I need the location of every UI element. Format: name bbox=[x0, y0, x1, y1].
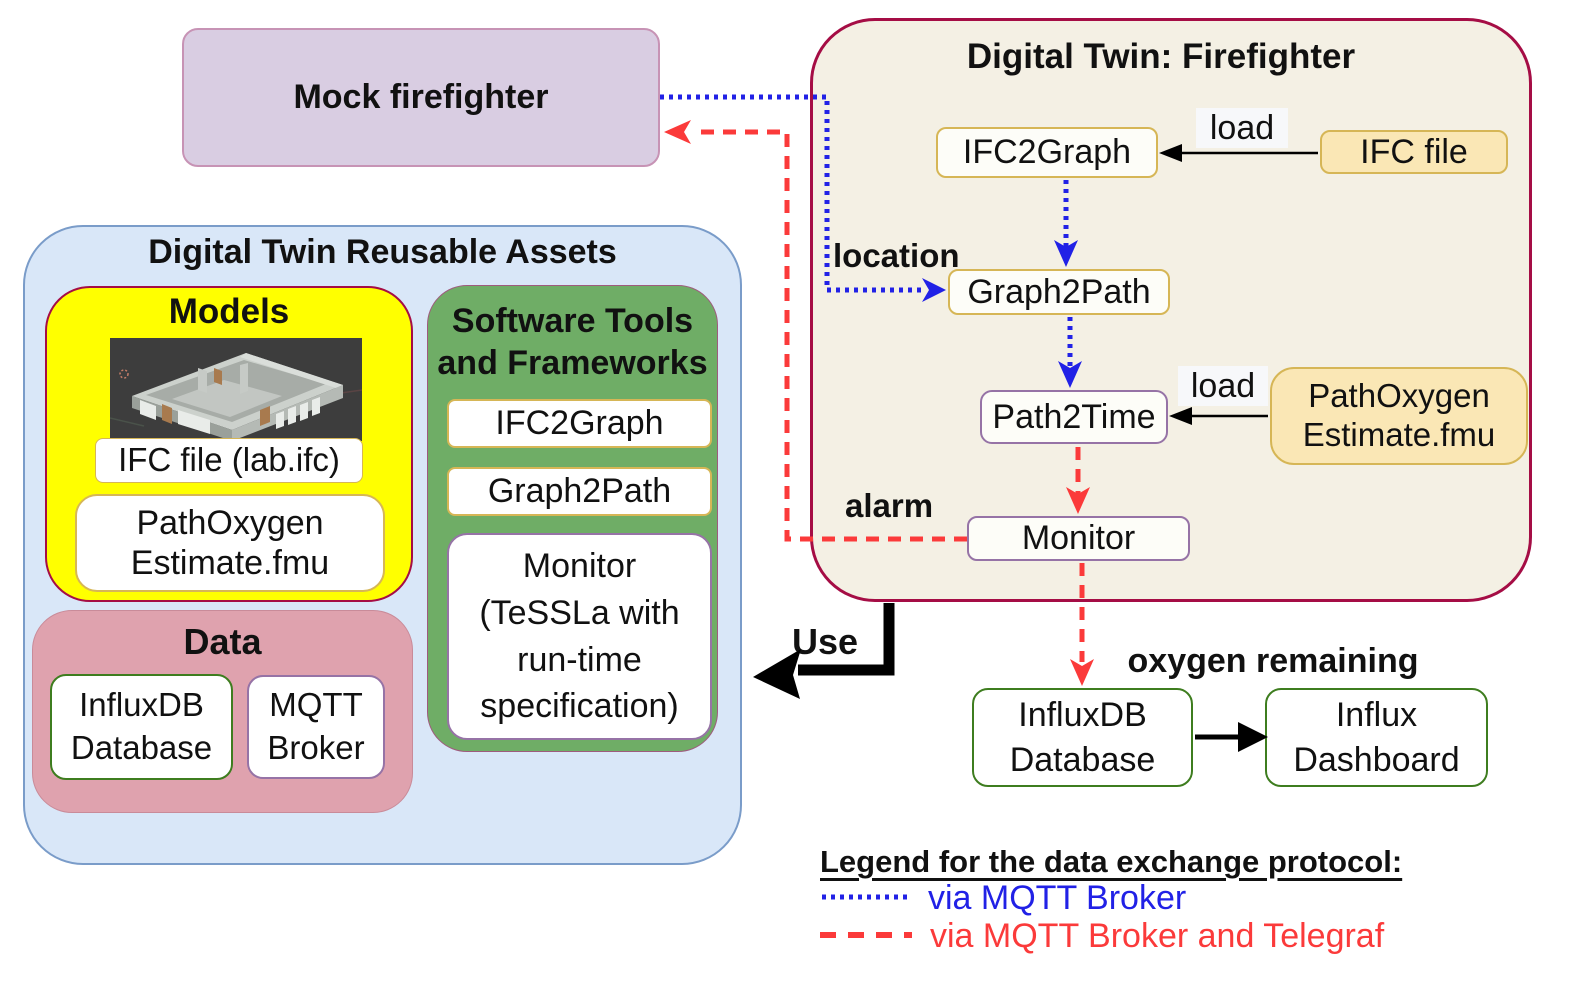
edge-influxdb-dashboard-arrowhead bbox=[1238, 722, 1268, 752]
load-edge-label-top: load bbox=[1196, 108, 1288, 148]
influxdb-database-asset-item: InfluxDB Database bbox=[50, 674, 233, 780]
ifc2graph-tool-item: IFC2Graph bbox=[447, 399, 712, 448]
data-title: Data bbox=[183, 620, 262, 662]
mqtt-broker-item: MQTT Broker bbox=[247, 675, 385, 779]
load-edge-label-bottom: load bbox=[1178, 366, 1268, 406]
pathoxygen-fmu-node: PathOxygen Estimate.fmu bbox=[1270, 367, 1528, 465]
graph2path-tool-item: Graph2Path bbox=[447, 467, 712, 516]
monitor-tool-item: Monitor (TeSSLa with run-time specificat… bbox=[447, 533, 712, 740]
models-title: Models bbox=[168, 292, 290, 332]
influxdb-database-output-node: InfluxDB Database bbox=[972, 688, 1193, 787]
legend-title: Legend for the data exchange protocol: bbox=[820, 843, 1403, 879]
oxygen-remaining-label: oxygen remaining bbox=[1127, 641, 1419, 680]
alarm-edge-label: alarm bbox=[845, 486, 934, 524]
reusable-assets-title: Digital Twin Reusable Assets bbox=[148, 232, 617, 271]
influx-dashboard-node: Influx Dashboard bbox=[1265, 688, 1488, 787]
monitor-node: Monitor bbox=[967, 516, 1190, 561]
legend-mqtt-broker-label: via MQTT Broker bbox=[928, 878, 1187, 917]
edge-monitor-influxdb-arrowhead bbox=[1070, 659, 1094, 686]
pathoxygen-fmu-item: PathOxygen Estimate.fmu bbox=[75, 494, 385, 592]
ifc-3d-model-drawing bbox=[109, 338, 363, 441]
edge-alarm-arrowhead bbox=[664, 120, 691, 144]
ifc-lab-file-item: IFC file (lab.ifc) bbox=[95, 438, 363, 483]
graph2path-node: Graph2Path bbox=[948, 269, 1170, 315]
ifc2graph-node: IFC2Graph bbox=[936, 127, 1158, 178]
software-tools-title: Software Tools and Frameworks bbox=[437, 301, 708, 383]
ifc-3d-model-image bbox=[109, 338, 363, 441]
path2time-node: Path2Time bbox=[980, 390, 1168, 444]
legend-mqtt-telegraf-label: via MQTT Broker and Telegraf bbox=[930, 916, 1385, 955]
ifc-file-node: IFC file bbox=[1320, 130, 1508, 174]
use-label: Use bbox=[791, 620, 859, 662]
digital-twin-title: Digital Twin: Firefighter bbox=[966, 37, 1356, 77]
mock-firefighter-node: Mock firefighter bbox=[182, 28, 660, 167]
